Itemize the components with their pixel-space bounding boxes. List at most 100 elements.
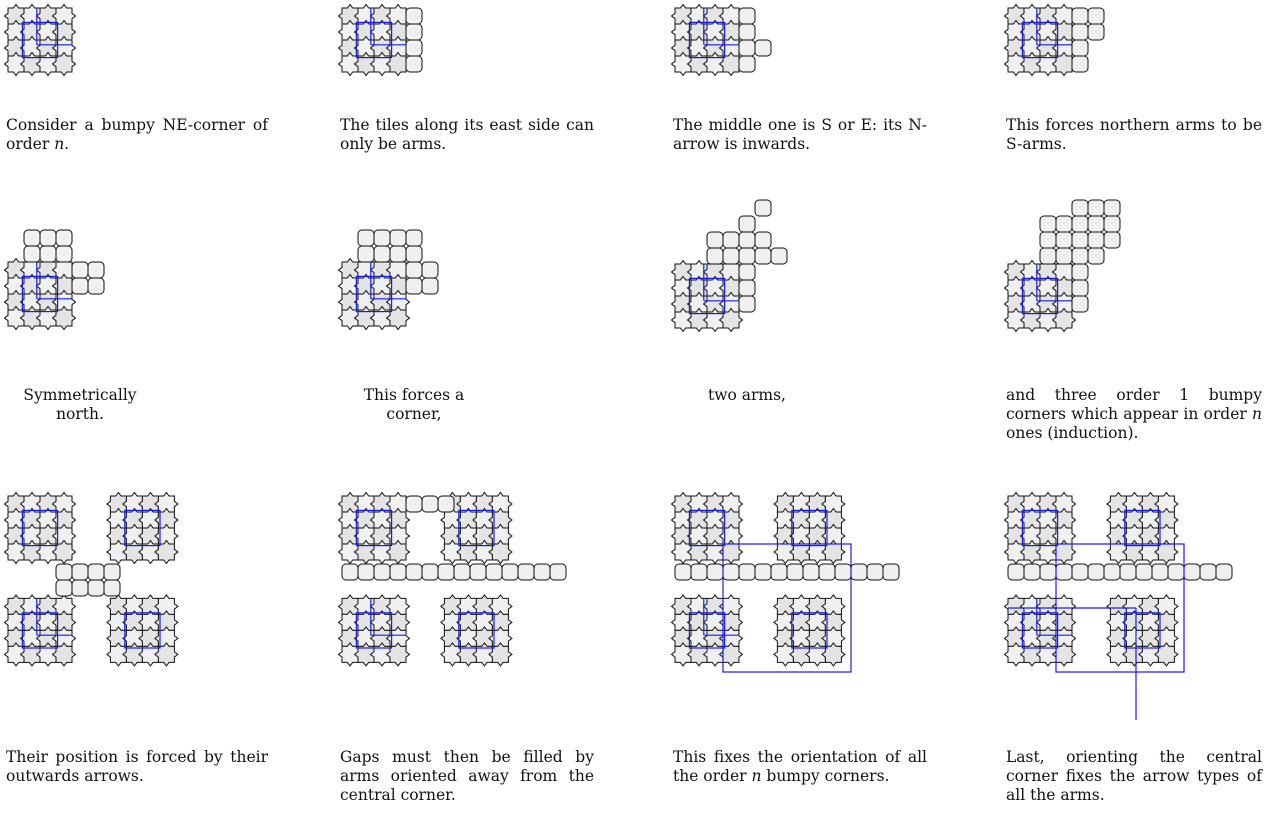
arm-tile [1088, 564, 1104, 580]
arm-tile [438, 564, 454, 580]
arm-tile [1072, 296, 1088, 312]
arm-tile [1104, 564, 1120, 580]
panel-10: Gaps must then be filled by arms oriente… [334, 488, 634, 828]
arm-tile [406, 8, 422, 24]
caption-11: This fixes the orientation of all the or… [673, 748, 927, 786]
arm-tile [374, 246, 390, 262]
arm-tile [1152, 564, 1168, 580]
spiky-tile [387, 643, 410, 666]
spiky-tile [155, 541, 178, 564]
tiling-figure-8 [1000, 192, 1200, 362]
panel-8: and three order 1 bumpy corners which ap… [1000, 192, 1265, 472]
arm-tile [1072, 200, 1088, 216]
arm-tile [739, 232, 755, 248]
tiling-figure-11 [667, 488, 927, 738]
arm-tile [1040, 232, 1056, 248]
arm-tile [803, 564, 819, 580]
spiky-tile [1155, 643, 1178, 666]
arm-tile [723, 248, 739, 264]
arm-tile [56, 580, 72, 596]
caption-2: The tiles along its east side can only b… [340, 116, 594, 154]
tiling-figure-6 [334, 222, 494, 362]
arm-tile [675, 564, 691, 580]
spiky-tile [53, 307, 76, 330]
spiky-tile [1053, 309, 1076, 332]
spiky-tile [489, 541, 512, 564]
caption-1: Consider a bumpy NE-corner of order n. [6, 116, 268, 154]
tiling-figure-10 [334, 488, 594, 738]
spiky-tile [155, 643, 178, 666]
arm-tile [1072, 216, 1088, 232]
arm-tile [755, 40, 771, 56]
arm-tile [422, 496, 438, 512]
arm-tile [406, 40, 422, 56]
panel-12: Last, orienting the central corner fixes… [1000, 488, 1265, 828]
spiky-tile [822, 643, 845, 666]
arm-tile [883, 564, 899, 580]
arm-tile [1072, 564, 1088, 580]
arm-tile [88, 580, 104, 596]
arm-tile [406, 56, 422, 72]
tiling-figure-5 [0, 222, 160, 362]
arm-tile [406, 496, 422, 512]
arm-tile [1056, 232, 1072, 248]
arm-tile [88, 564, 104, 580]
arm-tile [1072, 232, 1088, 248]
arm-tile [1040, 216, 1056, 232]
arm-tile [723, 564, 739, 580]
arm-tile [1072, 56, 1088, 72]
arm-tile [1104, 200, 1120, 216]
arm-tile [1056, 216, 1072, 232]
arm-tile [72, 580, 88, 596]
arm-tile [723, 232, 739, 248]
arm-tile [406, 262, 422, 278]
caption-7: two arms, [667, 386, 827, 405]
arm-tile [358, 230, 374, 246]
arm-tile [739, 56, 755, 72]
arm-tile [707, 232, 723, 248]
tiling-figure-12 [1000, 488, 1260, 738]
arm-tile [1072, 280, 1088, 296]
arm-tile [390, 564, 406, 580]
tiling-figure-1 [0, 0, 140, 110]
spiky-tile [387, 541, 410, 564]
arm-tile [342, 564, 358, 580]
arm-tile [374, 564, 390, 580]
arm-tile [1040, 248, 1056, 264]
panel-1: Consider a bumpy NE-corner of order n. [0, 0, 300, 200]
arm-tile [454, 564, 470, 580]
arm-tile [739, 8, 755, 24]
arm-tile [1200, 564, 1216, 580]
arm-tile [755, 248, 771, 264]
caption-8: and three order 1 bumpy corners which ap… [1006, 386, 1262, 443]
panel-5: Symmetrically north. [0, 222, 300, 412]
arm-tile [390, 246, 406, 262]
arm-tile [518, 564, 534, 580]
arm-tile [819, 564, 835, 580]
arm-tile [739, 40, 755, 56]
arm-tile [787, 564, 803, 580]
arm-tile [1024, 564, 1040, 580]
arm-tile [1088, 8, 1104, 24]
panel-4: This forces northern arms to be S-arms. [1000, 0, 1265, 200]
arm-tile [1056, 248, 1072, 264]
arm-tile [550, 564, 566, 580]
tiling-figure-2 [334, 0, 494, 110]
arm-tile [486, 564, 502, 580]
arm-tile [755, 564, 771, 580]
arm-tile [1168, 564, 1184, 580]
arm-tile [1072, 264, 1088, 280]
arm-tile [88, 278, 104, 294]
arm-tile [835, 564, 851, 580]
arm-tile [104, 580, 120, 596]
arm-tile [422, 278, 438, 294]
arm-tile [358, 246, 374, 262]
arm-tile [72, 278, 88, 294]
arm-tile [1040, 564, 1056, 580]
arm-tile [739, 264, 755, 280]
arm-tile [390, 230, 406, 246]
panel-11: This fixes the orientation of all the or… [667, 488, 967, 828]
arm-tile [534, 564, 550, 580]
panel-6: This forces a corner, [334, 222, 634, 412]
arm-tile [1136, 564, 1152, 580]
